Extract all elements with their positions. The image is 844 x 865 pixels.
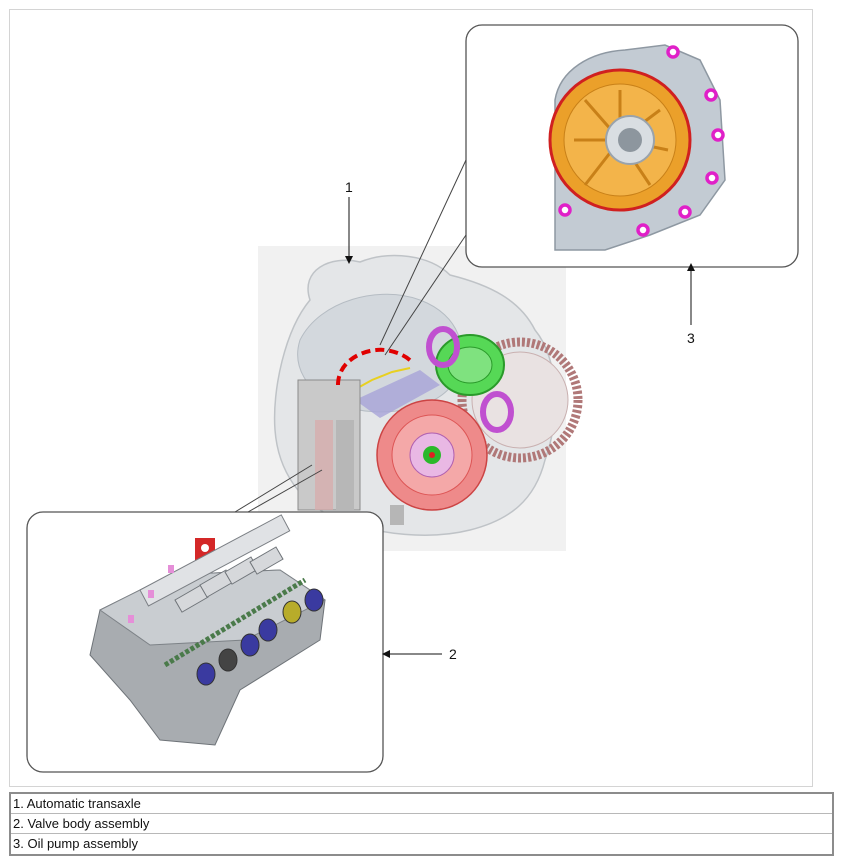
callout-number: 1 (345, 179, 353, 195)
callout-number: 3 (687, 330, 695, 346)
valve-body-inset (26, 464, 384, 773)
callout-number: 2 (449, 646, 457, 662)
callout-3: 3 (687, 263, 695, 346)
transaxle-diagram: 1 2 3 (26, 24, 799, 773)
legend-row-automatic-transaxle: 1. Automatic transaxle (11, 794, 832, 814)
legend-table: 1. Automatic transaxle 2. Valve body ass… (9, 792, 834, 856)
callout-1: 1 (345, 179, 353, 264)
oil-pump-inset (379, 24, 799, 356)
legend-row-oil-pump: 3. Oil pump assembly (13, 836, 138, 851)
legend-row-valve-body: 2. Valve body assembly (11, 814, 832, 834)
automatic-transaxle-illustration (258, 246, 583, 551)
callout-2: 2 (382, 646, 457, 662)
